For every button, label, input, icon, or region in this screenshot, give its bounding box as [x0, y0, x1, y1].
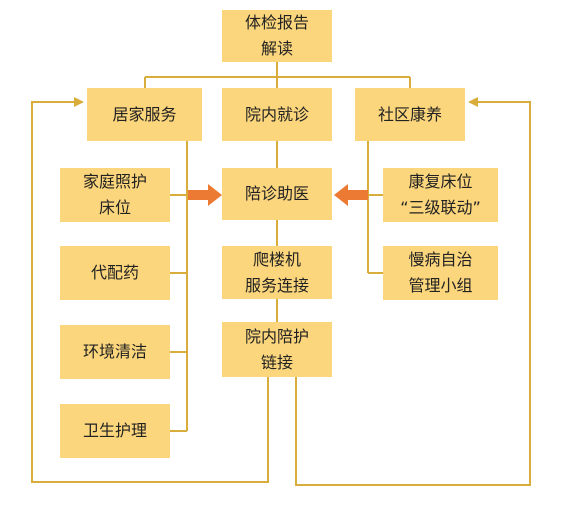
feedback-arrowhead-left — [74, 97, 84, 107]
box-hospital-visit: 院内就诊 — [222, 88, 332, 141]
box-medicine: 代配药 — [60, 246, 170, 300]
feedback-loop-right — [295, 101, 531, 486]
feedback-arrowhead-right — [468, 97, 478, 107]
box-escort: 陪诊助医 — [222, 168, 332, 220]
box-home-bed: 家庭照护 床位 — [60, 168, 170, 222]
box-rehab-bed: 康复床位 “三级联动” — [383, 168, 498, 222]
box-hygiene: 卫生护理 — [60, 404, 170, 458]
box-home-service: 居家服务 — [87, 88, 202, 141]
box-cleaning: 环境清洁 — [60, 325, 170, 379]
box-community-care: 社区康养 — [355, 88, 465, 141]
box-chronic-group: 慢病自治 管理小组 — [383, 246, 498, 300]
box-care-link: 院内陪护 链接 — [222, 322, 332, 377]
feedback-loop-left — [31, 101, 269, 483]
arrow-right-icon — [188, 184, 222, 206]
box-report-reading: 体检报告 解读 — [222, 10, 332, 62]
arrow-left-icon — [334, 184, 368, 206]
box-stair-climber: 爬楼机 服务连接 — [222, 246, 332, 299]
